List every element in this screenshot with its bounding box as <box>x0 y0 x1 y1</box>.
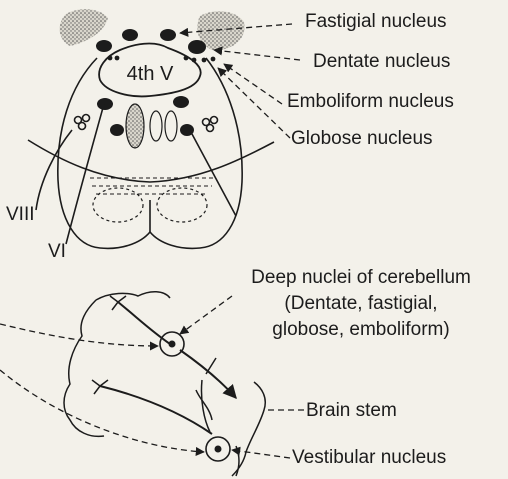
dentate-nucleus-right <box>188 40 206 54</box>
label-deep-nuclei-line1: Deep nuclei of cerebellum <box>214 267 508 289</box>
nerve-viii <box>36 130 72 210</box>
label-nerve-vi: VI <box>48 241 66 263</box>
vestibular-nucleus-cell <box>206 437 230 461</box>
dentate-nucleus-left <box>122 29 138 41</box>
pyramid-right <box>157 188 207 222</box>
deep-nucleus-cell <box>160 332 184 356</box>
label-deep-nuclei-line2: (Dentate, fastigial, <box>214 293 508 315</box>
fastigial-nucleus-left <box>96 40 112 52</box>
label-nerve-viii: VIII <box>6 204 35 226</box>
label-dentate-nucleus: Dentate nucleus <box>313 51 450 73</box>
label-emboliform-nucleus: Emboliform nucleus <box>287 91 454 113</box>
label-brain-stem: Brain stem <box>306 400 397 422</box>
midline-nuclei <box>126 104 177 148</box>
fourth-ventricle: 4th V <box>99 44 201 97</box>
emboliform-nucleus-left <box>97 98 113 110</box>
label-fastigial-nucleus: Fastigial nucleus <box>305 11 447 33</box>
ventricle-label: 4th V <box>127 63 174 85</box>
cerebellar-folia <box>64 292 170 437</box>
fastigial-nucleus-right <box>160 29 176 41</box>
label-vestibular-nucleus: Vestibular nucleus <box>292 447 446 469</box>
globose-nucleus-left <box>110 124 124 136</box>
emboliform-nucleus-right <box>173 96 189 108</box>
label-deep-nuclei: Deep nuclei of cerebellum (Dentate, fast… <box>214 267 508 341</box>
cerebellar-cortex-left <box>60 9 108 46</box>
axon-lower <box>100 386 212 434</box>
label-globose-nucleus: Globose nucleus <box>291 128 433 150</box>
label-deep-nuclei-line3: globose, emboliform) <box>214 319 508 341</box>
pyramid-left <box>93 188 143 222</box>
brain-stem-outline <box>232 382 265 476</box>
